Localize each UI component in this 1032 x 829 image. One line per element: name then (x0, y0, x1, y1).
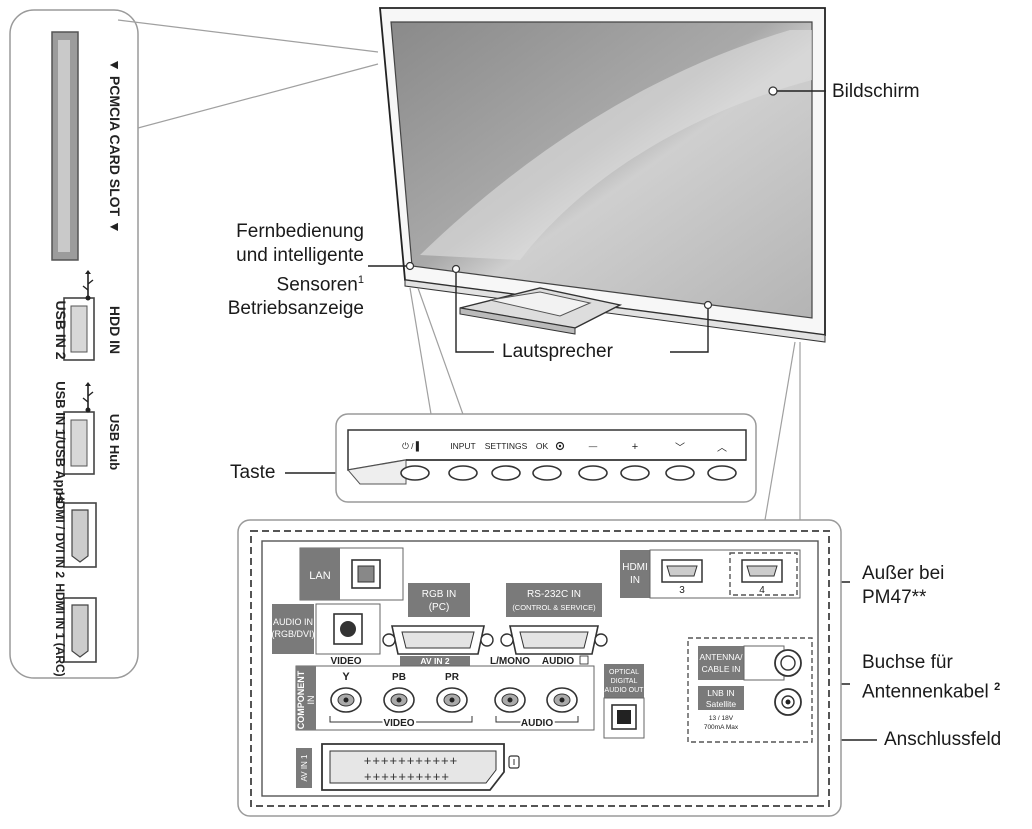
up-button-label: ︿ (717, 443, 727, 454)
antenna-cable-label: Buchse für Antennenkabel 2 (862, 651, 1000, 704)
ok-dot-icon (555, 441, 565, 451)
remote-sensor-label: Fernbedienung und intelligente Sensoren1… (158, 220, 364, 321)
channel-up-button[interactable] (707, 465, 737, 481)
av-in1-label: AV IN 1 (300, 754, 309, 782)
usb-icon (82, 270, 94, 301)
volume-down-button[interactable] (578, 465, 608, 481)
antenna-line-2-text: Antennenkabel (862, 681, 989, 703)
usb1-label: USB IN 1/USB Apps (53, 381, 68, 503)
pb-label: PB (392, 672, 406, 683)
remote-line-3: Sensoren1 (158, 268, 364, 297)
settings-button[interactable] (491, 465, 521, 481)
input-button[interactable] (448, 465, 478, 481)
rgb-in-label-2: (PC) (429, 602, 450, 613)
antenna-line-2: Antennenkabel 2 (862, 675, 1000, 704)
y-label: Y (342, 671, 350, 683)
optical-label-1: OPTICAL (609, 669, 639, 676)
av-in2-label: AV IN 2 (420, 656, 449, 666)
plus-button-label: + (632, 441, 638, 453)
hdmi-rear-label-1: HDMI (622, 562, 648, 573)
usb-icon (82, 382, 94, 413)
hdd-label: HDD IN (107, 306, 123, 354)
speaker-label: Lautsprecher (502, 341, 613, 362)
optical-label-2: DIGITAL (611, 678, 638, 685)
audio-top-label: AUDIO (542, 656, 574, 667)
remote-line-3-text: Sensoren (276, 274, 358, 296)
button-callout (409, 287, 466, 421)
input-button-label: INPUT (450, 441, 476, 451)
tv-set (379, 7, 826, 343)
audio-in-label-2: (RGB/DVI) (271, 629, 314, 639)
ok-button[interactable] (532, 465, 562, 481)
except-label: Außer bei PM47** (862, 562, 944, 610)
lnb-label-4: 700mA Max (704, 724, 739, 731)
usbhub-label: USB Hub (107, 414, 122, 470)
channel-down-button[interactable] (665, 465, 695, 481)
rgb-in-label-1: RGB IN (422, 589, 456, 600)
svg-text:++++++++++: ++++++++++ (364, 769, 450, 784)
lan-label: LAN (309, 570, 330, 582)
video-top-label: VIDEO (330, 656, 361, 667)
component-label: COMPONENT (296, 670, 306, 729)
except-line-2: PM47** (862, 587, 927, 608)
usb2-label: USB IN 2 (53, 300, 69, 359)
volume-up-button[interactable] (620, 465, 650, 481)
rear-panel: LAN AUDIO IN (RGB/DVI) RGB IN (PC) RS-23… (237, 519, 842, 817)
remote-line-1: Fernbedienung (236, 221, 364, 242)
hdmi1-label: HDMI IN 1 (ARC) (53, 583, 67, 676)
rs232-label-2: (CONTROL & SERVICE) (512, 603, 596, 612)
antenna-line-1: Buchse für (862, 652, 953, 673)
button-panel: ⏻ / ▌ INPUT SETTINGS OK — + ﹀ ︿ (335, 413, 757, 503)
lmono-label: L/MONO (490, 656, 530, 667)
power-indicator-label: Betriebsanzeige (227, 298, 364, 320)
antenna-label-1: ANTENNA/ (700, 652, 744, 662)
hdmi2-label: HDMI / DVI IN 2 (53, 492, 67, 578)
hdmi3-number: 3 (679, 585, 685, 596)
ok-button-label: OK (536, 441, 549, 451)
remote-line-2: und intelligente (236, 245, 364, 266)
settings-button-label: SETTINGS (485, 441, 528, 451)
antenna-jack (774, 649, 802, 677)
lnb-label-3: 13 / 18V (709, 715, 734, 722)
except-line-1: Außer bei (862, 563, 945, 584)
side-panel: ▼ PCMCIA CARD SLOT ▼ USB IN 2 HDD IN USB… (9, 9, 379, 679)
lan-port (351, 559, 381, 589)
power-button[interactable] (400, 465, 430, 481)
button-label: Taste (230, 462, 276, 483)
hdmi-rear-label-2: IN (630, 575, 640, 586)
audio-in-jack (333, 613, 363, 645)
lnb-label-1: LNB IN (707, 688, 734, 698)
lnb-label-2: Satellite (706, 699, 737, 709)
rs232-label-1: RS-232C IN (527, 589, 581, 600)
video-bottom-label: VIDEO (383, 718, 414, 729)
minus-button-label: — (589, 441, 598, 451)
audio-in-label-1: AUDIO IN (273, 617, 313, 627)
remote-footnote: 1 (357, 274, 364, 286)
component-in-label: IN (306, 696, 316, 705)
antenna-footnote: 2 (994, 681, 1001, 693)
rear-callout (764, 341, 801, 521)
hdmi4-number: 4 (759, 585, 765, 596)
panel-label: Anschlussfeld (884, 729, 1002, 750)
svg-text:+++++++++++: +++++++++++ (364, 753, 459, 768)
audio-bottom-label: AUDIO (521, 718, 553, 729)
optical-label-3: AUDIO OUT (605, 687, 645, 694)
antenna-label-2: CABLE IN (702, 664, 741, 674)
down-button-label: ﹀ (675, 442, 685, 454)
ground-icon (508, 755, 520, 769)
power-button-label: ⏻ / ▌ (402, 441, 422, 452)
pr-label: PR (445, 672, 460, 683)
pcmcia-label: ▼ PCMCIA CARD SLOT ▼ (107, 58, 123, 234)
screen-label: Bildschirm (832, 81, 920, 102)
